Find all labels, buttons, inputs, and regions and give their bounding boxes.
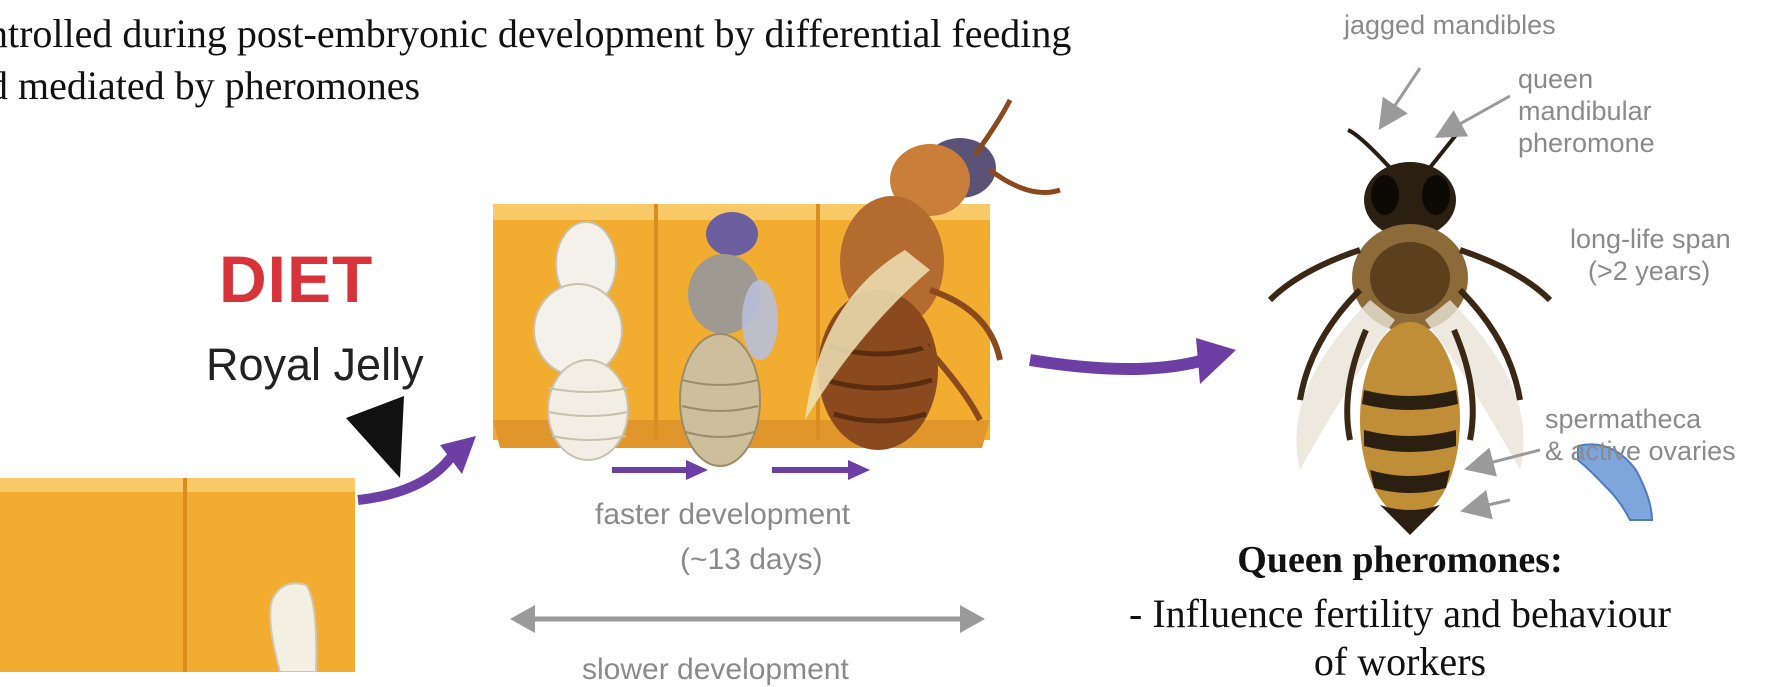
faster-days-label: (~13 days) [680,542,823,577]
spermatheca-line-2: & active ovaries [1545,436,1736,466]
jagged-mandibles-label: jagged mandibles [1344,10,1556,42]
qmp-line-3: pheromone [1518,128,1655,158]
lifespan-line-2: (>2 years) [1570,256,1710,286]
queen-bee-icon [1270,130,1550,535]
emerging-bee-icon [805,100,1060,450]
lifespan-label: long-life span (>2 years) [1570,224,1731,288]
caption-title: Queen pheromones: [1080,538,1720,584]
spermatheca-line-1: spermatheca [1545,404,1701,434]
caption-item-continued: of workers [1080,638,1720,686]
slower-development-label: slower development [582,652,849,687]
diet-arrow-icon [358,450,456,500]
spermatheca-label: spermatheca & active ovaries [1545,404,1736,468]
larva-cells [0,478,355,672]
larva-icon [270,583,316,672]
diet-label: DIET [219,246,373,312]
to-queen-arrow-icon [1030,360,1204,369]
pointer-wedge-icon [346,396,404,478]
lifespan-line-1: long-life span [1570,224,1731,254]
qmp-line-2: mandibular [1518,96,1652,126]
faster-development-label: faster development [595,497,850,532]
queen-pheromones-caption: Queen pheromones: - Influence fertility … [1080,538,1720,686]
caption-item: - Influence fertility and behaviour [1080,590,1720,638]
qmp-line-1: queen [1518,64,1593,94]
royal-jelly-label: Royal Jelly [206,342,424,387]
qmp-label: queen mandibular pheromone [1518,64,1655,160]
